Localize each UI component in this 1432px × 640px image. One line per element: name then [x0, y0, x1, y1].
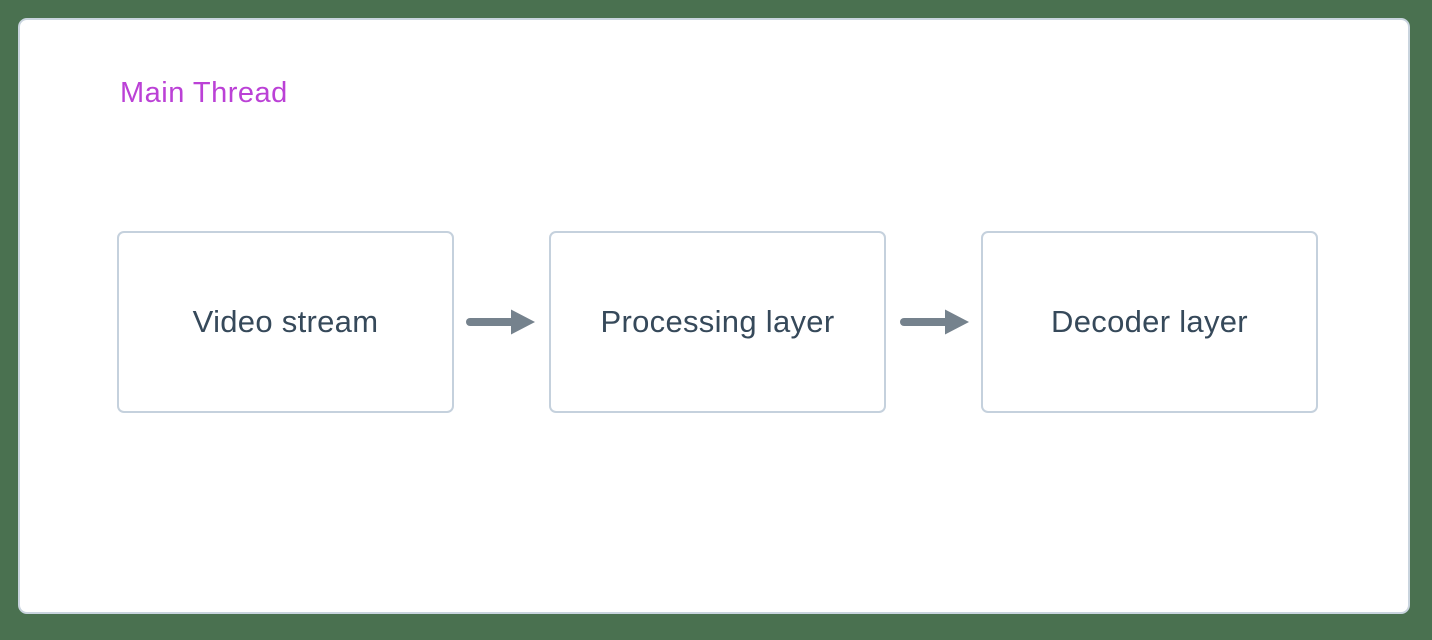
node-label: Decoder layer: [1051, 304, 1248, 339]
node-video-stream: Video stream: [117, 231, 454, 413]
container-label: Main Thread: [120, 77, 288, 109]
node-processing-layer: Processing layer: [549, 231, 886, 413]
main-thread-container: Main Thread Video stream Processing laye…: [18, 18, 1410, 614]
node-label: Video stream: [192, 304, 379, 339]
node-decoder-layer: Decoder layer: [981, 231, 1318, 413]
arrow-right-icon: [898, 308, 970, 336]
arrow-right-icon: [464, 308, 536, 336]
node-label: Processing layer: [600, 304, 835, 339]
